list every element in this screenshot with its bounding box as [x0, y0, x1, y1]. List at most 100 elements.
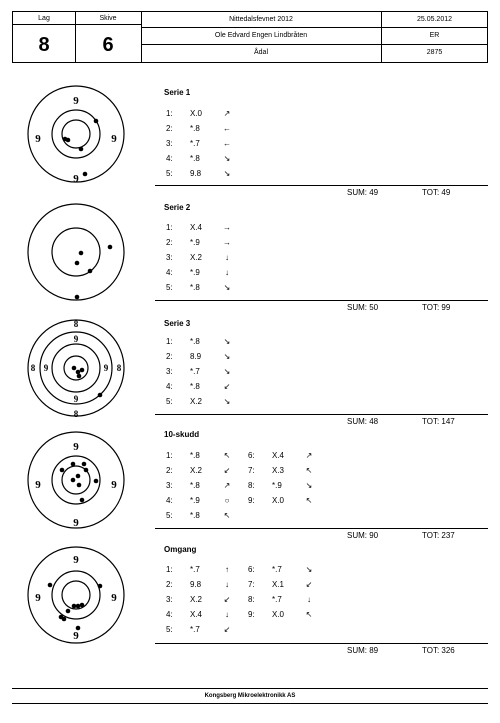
direction-arrow-icon: ↘	[223, 337, 231, 346]
target-diagram: 9 9 9 9	[27, 431, 125, 529]
direction-arrow-icon: ↖	[223, 511, 231, 520]
direction-arrow-icon: ←	[223, 139, 231, 148]
direction-arrow-icon: →	[223, 238, 231, 247]
sum-divider	[155, 185, 488, 186]
shot-mark	[70, 477, 76, 483]
direction-arrow-icon: →	[223, 223, 231, 232]
sum-divider	[155, 414, 488, 415]
sum-divider	[155, 300, 488, 301]
ring-label: 9	[73, 441, 79, 453]
series-sum: SUM: 90	[347, 531, 379, 540]
footer-divider	[12, 688, 488, 689]
shot-mark	[76, 482, 82, 488]
shot-mark	[75, 369, 81, 375]
shot-mark	[74, 260, 80, 266]
direction-arrow-icon: ↓	[225, 268, 229, 277]
target-diagram	[27, 203, 125, 301]
shot-mark	[71, 365, 77, 371]
ring-label: 9	[111, 133, 117, 145]
direction-arrow-icon: ↙	[305, 580, 313, 589]
direction-arrow-icon: ↘	[223, 283, 231, 292]
direction-arrow-icon: ↖	[305, 496, 313, 505]
shot-mark	[65, 137, 71, 143]
target-diagram: 9 9 9 9	[27, 546, 125, 644]
shot-mark	[75, 603, 81, 609]
shooter-name: Ole Edvard Engen Lindbråten	[214, 32, 308, 39]
shot-mark	[65, 608, 71, 614]
club-name: Ådal	[253, 49, 268, 56]
ring-label: 9	[73, 630, 79, 642]
shooter-id: 2875	[426, 49, 443, 56]
direction-arrow-icon: ↖	[305, 466, 313, 475]
shot-mark	[107, 244, 113, 250]
ring-label: 9	[74, 334, 79, 344]
shot-mark	[81, 461, 87, 467]
series-title: Serie 3	[164, 319, 191, 328]
direction-arrow-icon: ←	[223, 124, 231, 133]
event-name: Nittedalsfevnet 2012	[229, 16, 293, 23]
footer-divider	[12, 703, 488, 704]
direction-arrow-icon: ↙	[223, 382, 231, 391]
series-title: Serie 2	[164, 203, 191, 212]
direction-arrow-icon: ↙	[223, 625, 231, 634]
ring-label: 9	[73, 554, 79, 566]
direction-arrow-icon: ↘	[305, 481, 313, 490]
skive-label: Skive	[99, 15, 117, 22]
shot-mark	[47, 582, 53, 588]
target-diagram: 9 9 9 9	[27, 85, 125, 184]
shot-mark	[74, 294, 80, 300]
ring-label: 9	[73, 173, 79, 184]
shot-mark	[78, 146, 84, 152]
ring-label: 9	[35, 133, 41, 145]
direction-arrow-icon: ↗	[223, 109, 231, 118]
ring-label: 8	[74, 409, 79, 418]
running-total: TOT: 49	[422, 188, 451, 197]
direction-arrow-icon: ↘	[305, 565, 313, 574]
ring-label: 8	[31, 363, 36, 373]
direction-arrow-icon: ↘	[223, 397, 231, 406]
direction-arrow-icon: ↓	[225, 610, 229, 619]
shot-mark	[83, 467, 89, 473]
ring-label: 9	[74, 394, 79, 404]
shot-mark	[82, 171, 88, 177]
ring-label: 9	[104, 363, 109, 373]
direction-arrow-icon: ↗	[223, 481, 231, 490]
running-total: TOT: 99	[422, 303, 451, 312]
ring-label: 9	[73, 95, 79, 107]
running-total: TOT: 326	[422, 646, 455, 655]
running-total: TOT: 237	[422, 531, 455, 540]
direction-arrow-icon: ↓	[307, 595, 311, 604]
ring-label: 9	[35, 479, 41, 491]
direction-arrow-icon: ↓	[225, 580, 229, 589]
direction-arrow-icon: ↓	[225, 253, 229, 262]
series-title: Serie 1	[164, 88, 191, 97]
series-sum: SUM: 48	[347, 417, 379, 426]
target-diagram: 8 8 8 8 9 9 9 9	[27, 319, 125, 418]
direction-arrow-icon: ○	[224, 496, 230, 505]
ring-label: 8	[117, 363, 122, 373]
shot-mark	[75, 625, 81, 631]
shot-mark	[61, 616, 67, 622]
shot-mark	[97, 392, 103, 398]
ring-label: 9	[73, 517, 79, 529]
ring-label: 8	[74, 319, 79, 329]
shot-mark	[79, 367, 85, 373]
skive-value: 6	[102, 34, 114, 56]
direction-arrow-icon: ↙	[223, 466, 231, 475]
direction-arrow-icon: ↖	[223, 451, 231, 460]
series-sum: SUM: 50	[347, 303, 379, 312]
shot-mark	[59, 467, 65, 473]
shot-mark	[78, 250, 84, 256]
shot-mark	[71, 603, 77, 609]
shot-mark	[97, 583, 103, 589]
series-sum: SUM: 49	[347, 188, 379, 197]
series-sum: SUM: 89	[347, 646, 379, 655]
direction-arrow-icon: ↘	[223, 367, 231, 376]
shot-mark	[75, 473, 81, 479]
shot-mark	[79, 497, 85, 503]
shot-mark	[93, 118, 99, 124]
shot-mark	[79, 602, 85, 608]
header-table: Lag 8 Skive 6 Nittedalsfevnet 2012 25.05…	[12, 11, 488, 63]
direction-arrow-icon: ↙	[223, 595, 231, 604]
running-total: TOT: 147	[422, 417, 455, 426]
